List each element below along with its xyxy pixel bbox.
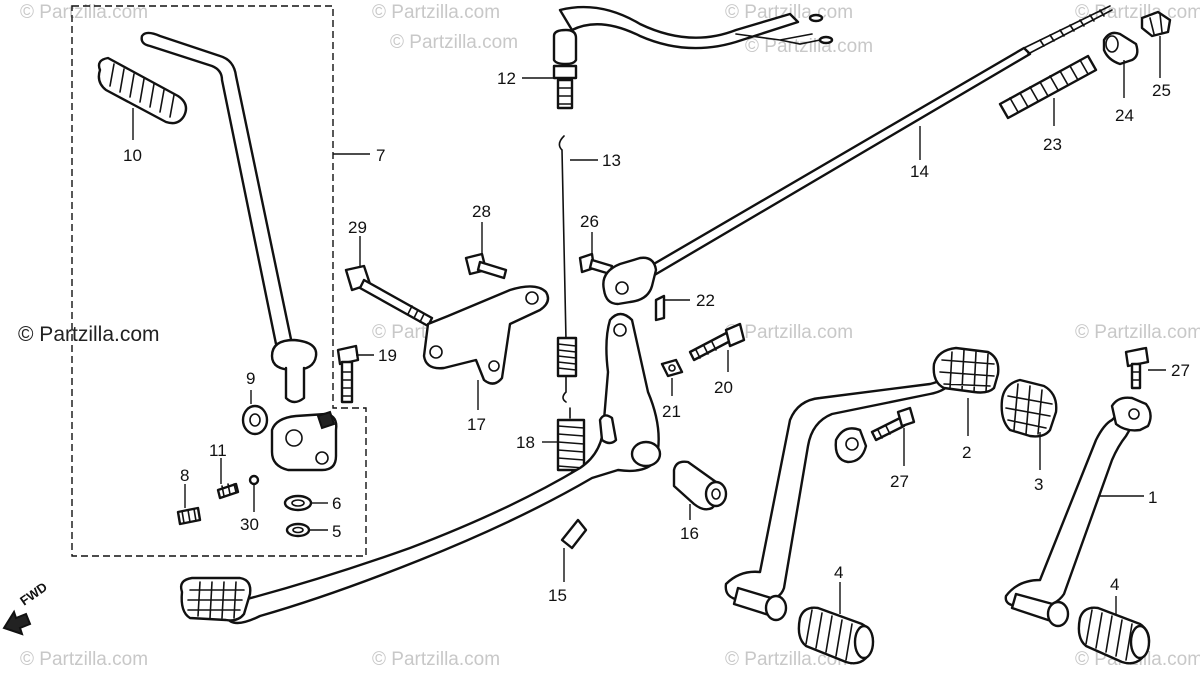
callout-15: 15 [548,586,567,605]
callout-22: 22 [696,291,715,310]
callout-21: 21 [662,402,681,421]
callout-8: 8 [180,466,189,485]
callout-25: 25 [1152,81,1171,100]
nut-21-part [660,358,684,378]
callout-20: 20 [714,378,733,397]
bracket-17-part [422,285,550,385]
callout-3: 3 [1034,475,1043,494]
washer-6-part [283,494,313,512]
spring-23-part [998,54,1098,120]
callout-24: 24 [1115,106,1134,125]
callout-17: 17 [467,415,486,434]
plug-8-part [176,506,202,526]
callout-4-left: 4 [834,563,843,582]
brake-pedal-part [179,312,662,625]
watermark: © Partzilla.com [372,649,500,670]
pedal-rubber-3-part [1000,378,1058,438]
watermark: © Partzilla.com [1075,322,1200,343]
watermark-main: © Partzilla.com [18,323,160,346]
callout-28: 28 [472,202,491,221]
fwd-arrow-icon [2,609,32,636]
callout-30: 30 [240,515,259,534]
watermark: © Partzilla.com [372,2,500,23]
watermark: © Partzilla.com [390,32,518,53]
nut-25-part [1140,10,1172,38]
brake-switch-part [552,5,834,110]
pedal-1-part [1004,396,1152,628]
callout-18: 18 [516,433,535,452]
watermark: © Partzilla.com [745,36,873,57]
callout-9: 9 [246,369,255,388]
forward-direction-indicator: FWD [2,579,50,636]
callout-6: 6 [332,494,341,513]
pin-22-part [654,294,666,322]
washer-5-part [285,522,311,538]
callout-26: 26 [580,212,599,231]
callout-16: 16 [680,524,699,543]
bolt-27a-part [1124,346,1150,390]
bolt-19-part [336,344,360,404]
bolt-11-part [216,482,240,500]
ball-30-part [248,474,260,486]
callout-2: 2 [962,443,971,462]
assembly-outline [71,5,367,557]
callout-27-center: 27 [890,472,909,491]
callout-29: 29 [348,218,367,237]
callout-14: 14 [910,162,929,181]
callout-27-right: 27 [1171,361,1190,380]
callout-5: 5 [332,522,341,541]
watermark: © Partzilla.com [20,2,148,23]
spring-13-part [556,135,578,403]
callout-1: 1 [1148,488,1157,507]
watermark: © Partzilla.com [725,649,853,670]
callout-7: 7 [376,146,385,165]
callout-12: 12 [497,69,516,88]
callout-23: 23 [1043,135,1062,154]
watermark: © Partzilla.com [20,649,148,670]
footpeg-rubber-4b-part [1077,606,1151,665]
watermark: © Partzilla.com [725,322,853,343]
footpeg-rubber-4a-part [797,606,875,665]
bolt-27b-part [870,406,916,442]
kick-joint-part [270,410,338,472]
bolt-26-part [578,252,614,276]
bolt-20-part [688,322,746,362]
callout-4-right: 4 [1110,575,1119,594]
callout-11: 11 [209,441,227,460]
collar-24-part [1102,31,1139,66]
collar-16-part [672,460,728,511]
callout-19: 19 [378,346,397,365]
callout-10: 10 [123,146,142,165]
bolt-29-part [344,264,434,328]
kick-arm-part [140,31,318,404]
bush-part [241,404,269,436]
rod-joint-part [602,256,658,306]
bolt-28-part [464,252,508,280]
kick-grip-part [97,56,188,125]
fwd-label: FWD [17,579,50,608]
callout-13: 13 [602,151,621,170]
pedal-2-part [724,346,1000,622]
